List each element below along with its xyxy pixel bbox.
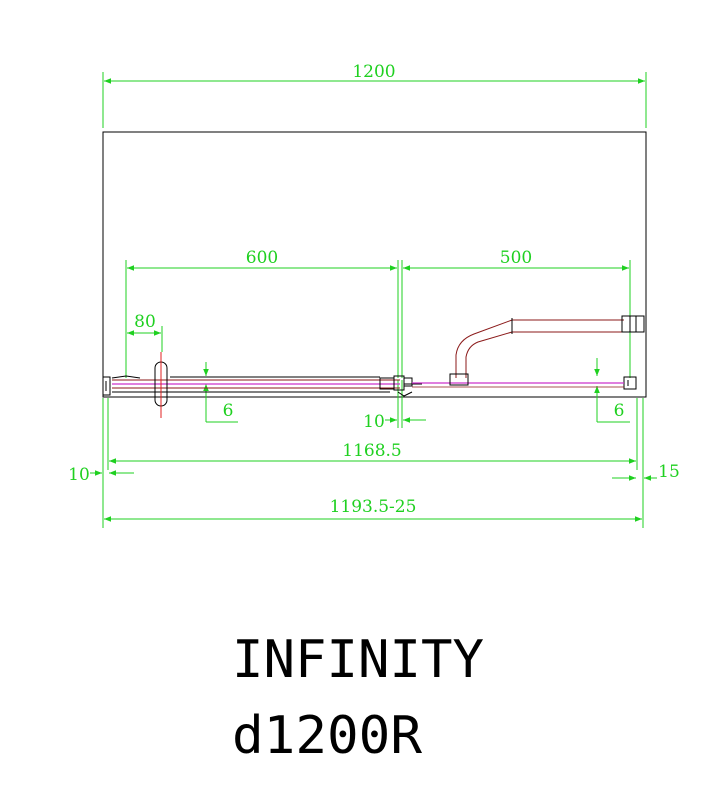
dimension-left-gap [203,362,238,423]
stabilizer-bar [449,315,645,386]
door-handle [154,352,168,418]
dimension-right-wall-gap-label: 15 [658,462,680,482]
dimension-left-gap-label: 6 [223,401,234,421]
dimension-overall-width-label: 1200 [352,62,395,82]
product-name: INFINITY [232,630,484,690]
dimension-right-gap [594,358,630,423]
dimension-overall-width [102,72,647,128]
dimension-inner-span-label: 1168.5 [342,441,401,461]
dimension-handle-offset-label: 80 [134,312,156,332]
model-code: d1200R [232,706,423,766]
dimension-right-wall-gap [612,398,657,528]
sliding-door-glass [111,375,400,393]
dimension-handle-offset [127,326,163,352]
fixed-panel-glass [412,382,624,388]
dimension-adjust-range-label: 1193.5-25 [330,497,417,517]
dimension-fixed-panel-label: 500 [500,248,532,268]
dimension-right-gap-label: 6 [614,401,625,421]
dimension-sliding-door [125,260,399,378]
right-wall-profile [623,376,637,390]
door-rollers [379,375,422,397]
dimension-left-wall-gap-label: 10 [68,465,90,485]
dimension-inner-span [107,398,638,470]
tray-outline [102,131,647,398]
dimension-overlap-gap-label: 10 [363,412,385,432]
dimension-sliding-door-label: 600 [246,248,278,268]
left-wall-profile [102,376,111,396]
dimension-fixed-panel [401,260,631,378]
dimension-left-wall-gap [90,398,134,528]
